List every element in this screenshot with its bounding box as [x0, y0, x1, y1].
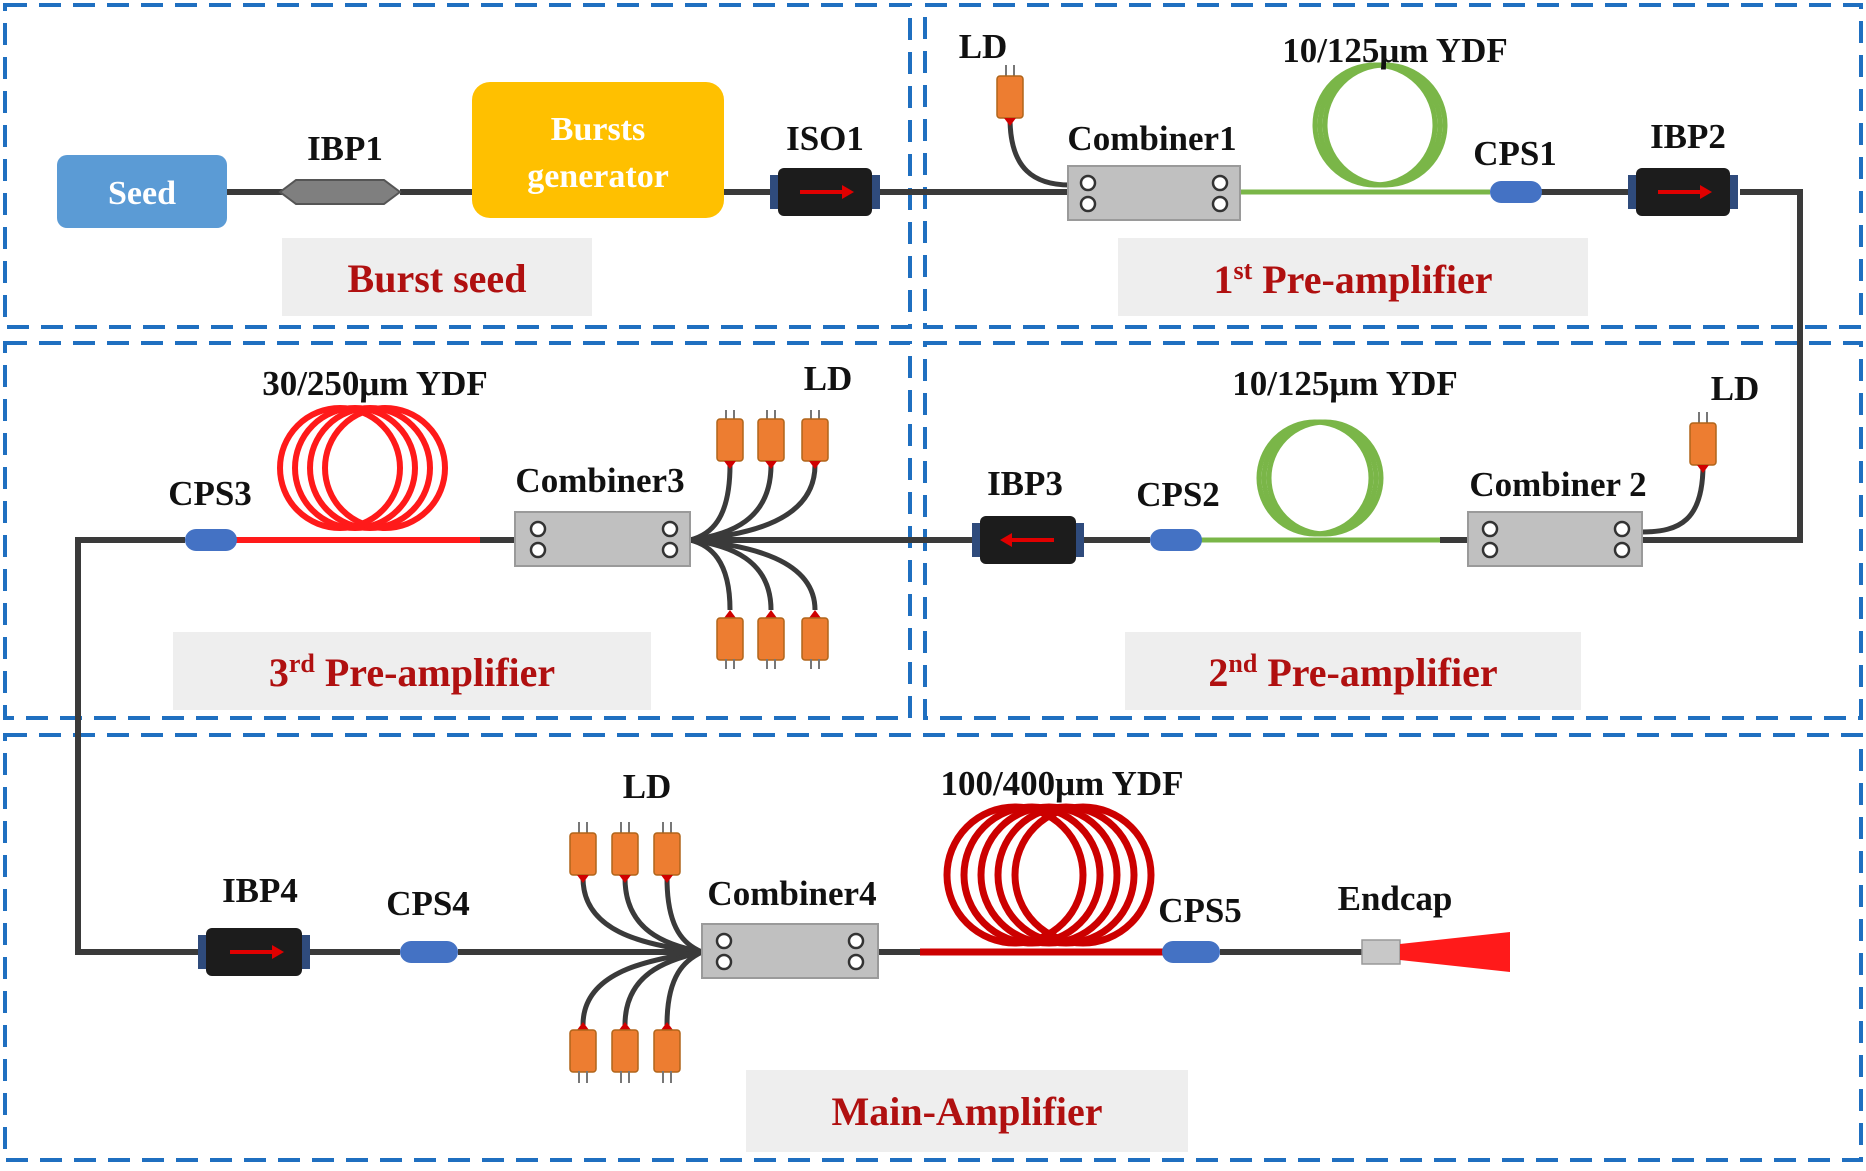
cps5-label: CPS5: [1158, 891, 1242, 930]
ld-diode: [801, 410, 829, 469]
seed-label: Seed: [108, 175, 176, 212]
pre1-rest: Pre-amplifier: [1252, 257, 1492, 302]
ld-fan-stage3: [689, 464, 818, 611]
cps2-component: [1150, 529, 1202, 551]
cps4-label: CPS4: [386, 884, 470, 923]
combiner4-label: Combiner4: [707, 874, 876, 913]
ld-diode: [801, 610, 829, 669]
ld-label-stage2: LD: [1711, 369, 1760, 408]
ld-array-stage3: [716, 410, 829, 669]
ld-diode: [569, 822, 597, 883]
section-tag-pre-amplifier-3: 3rd Pre-amplifier: [173, 632, 651, 710]
combiner1-box: [1067, 165, 1241, 221]
pre3-number: 3: [269, 650, 289, 695]
ibp2-isolator: [1628, 168, 1738, 216]
section-label-pre-amplifier-1: 1st Pre-amplifier: [1213, 256, 1492, 302]
fiber-cps3-ibp4: [75, 537, 200, 955]
ld-label-stage3: LD: [804, 359, 853, 398]
seed-box: Seed: [57, 155, 227, 228]
pre2-superscript: nd: [1228, 649, 1257, 678]
ibp4-isolator: [198, 928, 310, 976]
endcap-label: Endcap: [1338, 879, 1453, 918]
ld-pigtail-stage1: [1007, 117, 1071, 188]
iso1-isolator: [770, 168, 880, 216]
ld-diode: [569, 1022, 597, 1083]
combiner2-box: [1467, 511, 1643, 567]
ibp3-isolator: [972, 516, 1084, 564]
bursts-generator-box: Bursts generator: [472, 82, 724, 218]
section-tag-main-amplifier: Main-Amplifier: [746, 1070, 1188, 1152]
cps1-label: CPS1: [1473, 134, 1557, 173]
pre3-rest: Pre-amplifier: [315, 650, 555, 695]
pre2-number: 2: [1208, 650, 1228, 695]
section-label-burst-seed: Burst seed: [348, 256, 527, 301]
ld-diode: [653, 822, 681, 883]
ld-pigtail-stage2: [1641, 464, 1706, 535]
bursts-label-line2: generator: [527, 158, 669, 195]
combiner3-label: Combiner3: [515, 461, 684, 500]
endcap-component: [1361, 932, 1510, 972]
ld-diode-stage1: [996, 65, 1024, 126]
ld-diode: [757, 610, 785, 669]
ydf-coil-stage1: [1240, 62, 1490, 195]
section-label-main-amplifier: Main-Amplifier: [831, 1089, 1102, 1134]
cps1-component: [1490, 181, 1542, 203]
ld-label-main: LD: [623, 767, 672, 806]
iso1-label: ISO1: [786, 119, 864, 158]
section-borders: [3, 3, 1863, 1162]
pre2-rest: Pre-amplifier: [1257, 650, 1497, 695]
ydf-label-stage2: 10/125μm YDF: [1232, 364, 1458, 403]
ld-label-stage1: LD: [959, 27, 1008, 66]
cps5-component: [1162, 941, 1220, 963]
ld-diode: [757, 410, 785, 469]
ibp3-label: IBP3: [987, 464, 1063, 503]
fiber-paths: [75, 189, 1803, 955]
ibp4-label: IBP4: [222, 871, 298, 910]
ydf-label-main: 100/400μm YDF: [940, 764, 1183, 803]
ibp1-component: [278, 179, 402, 205]
ydf-label-stage1: 10/125μm YDF: [1282, 31, 1508, 70]
ld-diode: [611, 822, 639, 883]
pre1-superscript: st: [1233, 256, 1252, 285]
ibp1-label: IBP1: [307, 129, 383, 168]
section-label-pre-amplifier-3: 3rd Pre-amplifier: [269, 649, 555, 695]
section-tag-pre-amplifier-1: 1st Pre-amplifier: [1118, 238, 1588, 316]
border-pre-amplifier-3: [3, 341, 912, 720]
ld-array-main: [569, 822, 681, 1083]
combiner4-box: [701, 923, 879, 979]
combiner3-box: [514, 511, 691, 567]
cps3-label: CPS3: [168, 474, 252, 513]
cps2-label: CPS2: [1136, 475, 1220, 514]
pre1-number: 1: [1213, 257, 1233, 302]
cps3-component: [185, 529, 237, 551]
pre3-superscript: rd: [289, 649, 316, 678]
ld-diode: [611, 1022, 639, 1083]
fiber-ibp2-combiner2: [1642, 189, 1803, 543]
bursts-label-line1: Bursts: [551, 111, 645, 148]
ld-diode: [716, 610, 744, 669]
ydf-coil-stage2: [1200, 419, 1440, 543]
combiner2-label: Combiner 2: [1469, 465, 1646, 504]
ld-fan-main: [580, 877, 704, 1026]
cps4-component: [400, 941, 458, 963]
section-label-pre-amplifier-2: 2nd Pre-amplifier: [1208, 649, 1497, 695]
ydf-coil-stage3: [235, 405, 480, 543]
ydf-coil-main: [920, 803, 1170, 956]
ld-diode-stage2: [1689, 412, 1717, 473]
section-tag-pre-amplifier-2: 2nd Pre-amplifier: [1125, 632, 1581, 710]
section-tag-burst-seed: Burst seed: [282, 238, 592, 316]
ydf-label-stage3: 30/250μm YDF: [262, 364, 488, 403]
border-pre-amplifier-2: [923, 341, 1863, 720]
border-burst-seed: [3, 3, 912, 329]
border-pre-amplifier-1: [923, 3, 1863, 329]
ibp2-label: IBP2: [1650, 117, 1726, 156]
border-main-amplifier: [3, 733, 1863, 1162]
ld-diode: [716, 410, 744, 469]
ld-diode: [653, 1022, 681, 1083]
combiner1-label: Combiner1: [1067, 119, 1236, 158]
